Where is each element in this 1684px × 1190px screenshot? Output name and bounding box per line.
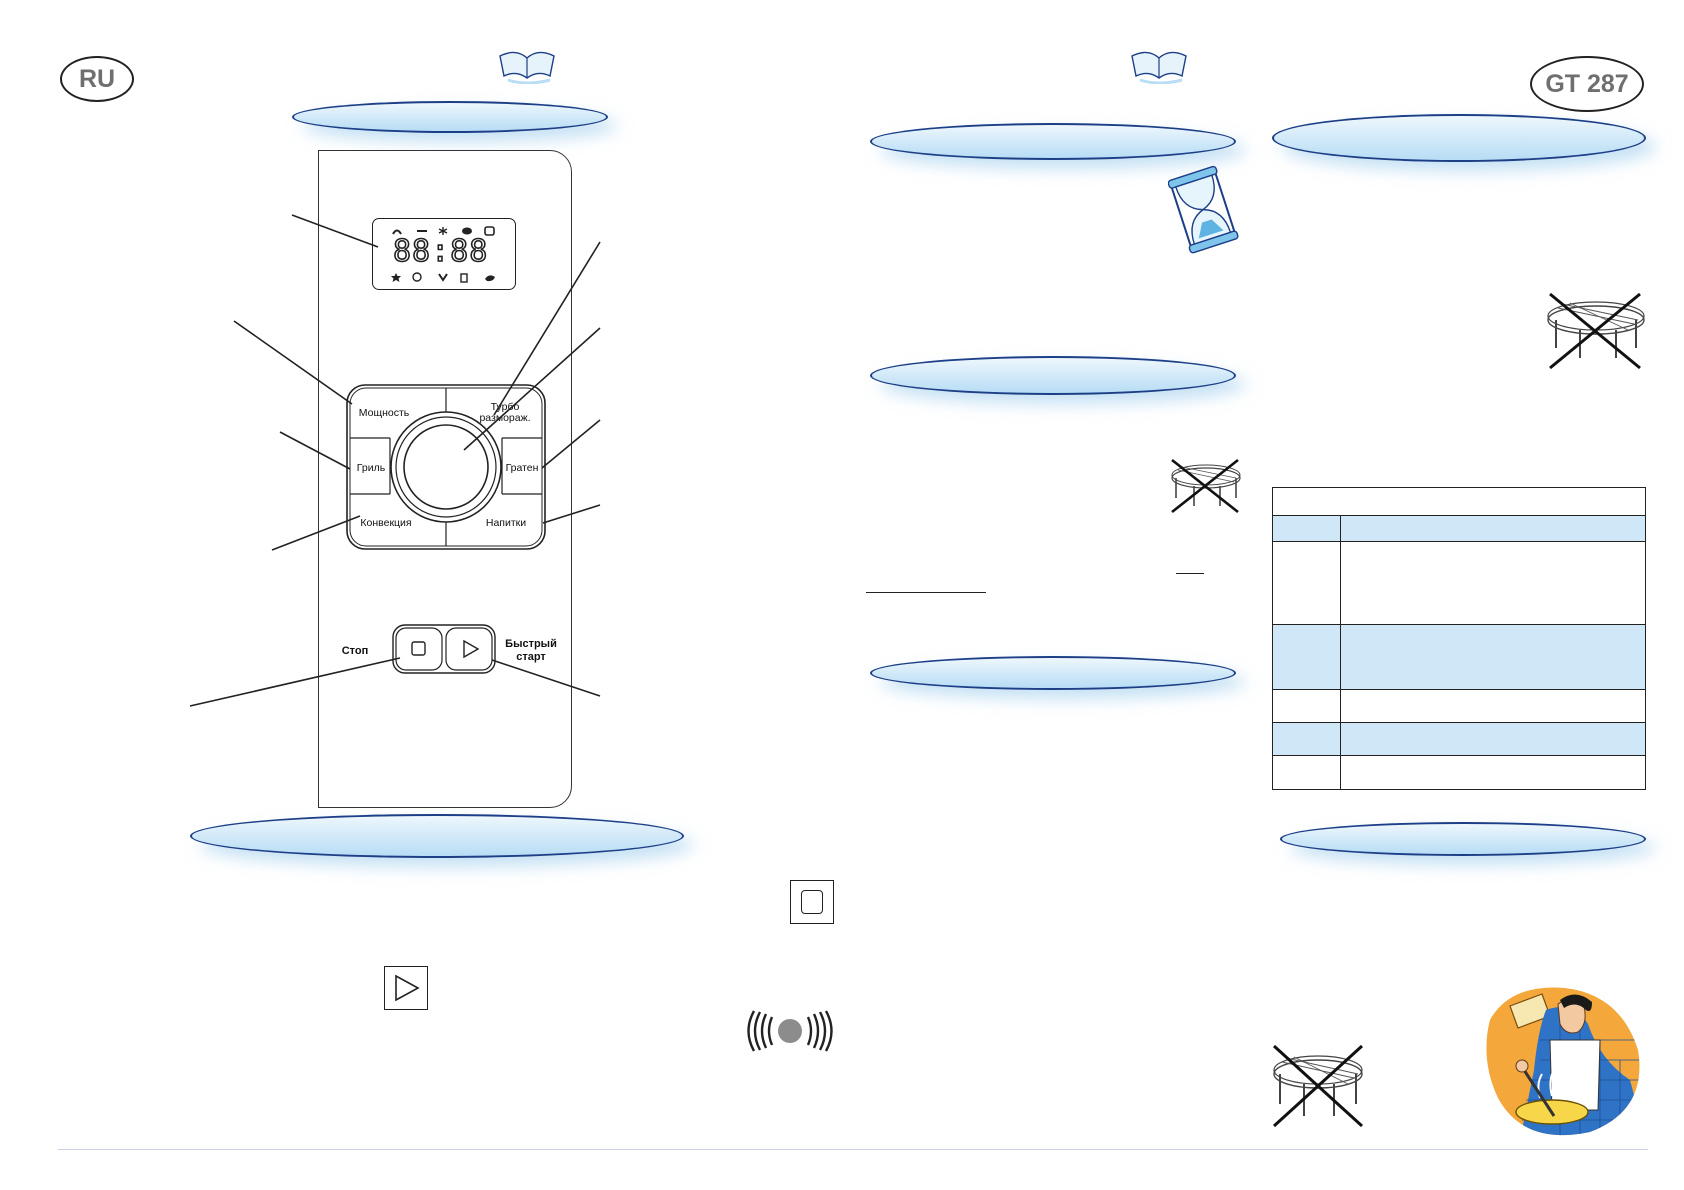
leader-lines: [189, 214, 601, 707]
model-badge-text: GT 287: [1545, 69, 1629, 98]
drinks-button-label: Напитки: [485, 517, 527, 529]
lcd-display: 88:88: [372, 218, 516, 290]
text-underline: [866, 592, 986, 593]
language-badge-text: RU: [78, 64, 116, 93]
chef-illustration: [1486, 987, 1640, 1136]
data-table: [1272, 487, 1646, 790]
table-row: [1273, 689, 1645, 723]
text-underline: [1176, 573, 1204, 574]
crossed-rack-icon: [1171, 458, 1241, 514]
table-header-row: [1273, 488, 1645, 515]
book-icon: [499, 51, 555, 84]
stop-square-icon: [790, 880, 834, 924]
quick-start-label: Быстрый старт: [502, 638, 560, 664]
quick-start-label-1: Быстрый: [505, 638, 557, 650]
quick-start-label-2: старт: [516, 651, 546, 663]
power-button-label: Мощность: [358, 407, 410, 419]
table-row: [1273, 755, 1645, 790]
section-heading-banner: [1272, 114, 1646, 162]
table-row: [1273, 515, 1645, 542]
model-badge: GT 287: [1530, 56, 1644, 112]
section-heading-banner: [292, 101, 608, 133]
display-digits: 88:88: [392, 234, 489, 269]
convection-button-label: Конвекция: [360, 517, 412, 529]
table-row: [1273, 624, 1645, 690]
section-heading-banner: [1280, 822, 1646, 856]
turbo-defrost-label-1: Турбо: [490, 401, 520, 413]
language-badge: RU: [60, 56, 134, 102]
play-triangle-icon: [384, 966, 428, 1010]
turbo-defrost-button[interactable]: Турбо размораж.: [472, 402, 538, 424]
gratin-button-label: Гратен: [505, 462, 539, 474]
turbo-defrost-label-2: размораж.: [479, 412, 531, 424]
display-bottom-symbols: [391, 272, 495, 283]
button-cluster: [346, 384, 546, 550]
stop-label: Стоп: [341, 645, 369, 657]
vibration-icon: [747, 1010, 833, 1052]
drinks-button[interactable]: Напитки: [476, 518, 536, 529]
book-icon: [1131, 51, 1187, 84]
convection-button[interactable]: Конвекция: [352, 518, 420, 529]
power-button[interactable]: Мощность: [352, 408, 416, 419]
table-row: [1273, 722, 1645, 756]
table-column-divider: [1340, 515, 1341, 789]
section-heading-banner: [870, 356, 1236, 395]
section-heading-banner: [870, 123, 1236, 160]
stop-square-inner: [801, 890, 823, 914]
footer-rule: [58, 1149, 1648, 1150]
stop-start-pair: [392, 624, 496, 674]
section-heading-banner: [190, 814, 684, 858]
display-top-symbols: [392, 226, 495, 236]
gratin-button[interactable]: Гратен: [500, 463, 544, 474]
hourglass-icon: [1168, 165, 1239, 254]
table-row: [1273, 541, 1645, 625]
grill-button[interactable]: Гриль: [350, 463, 392, 474]
crossed-rack-icon: [1547, 292, 1645, 370]
section-heading-banner: [870, 656, 1236, 690]
crossed-rack-icon: [1272, 1044, 1364, 1128]
play-triangle-glyph: [395, 974, 420, 1002]
grill-button-label: Гриль: [356, 462, 386, 474]
